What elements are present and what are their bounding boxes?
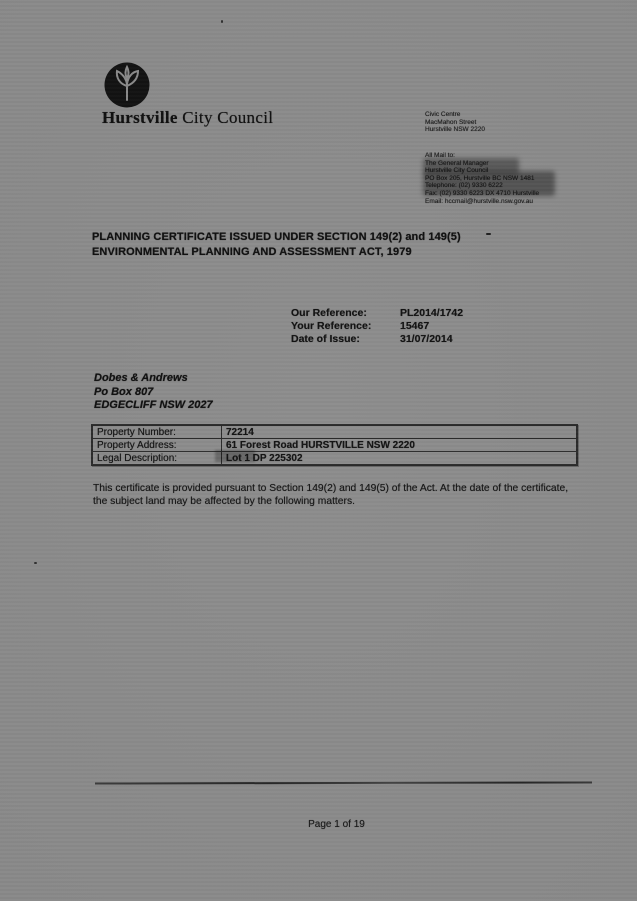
council-name: Hurstville City Council xyxy=(102,108,273,128)
council-name-primary: Hurstville xyxy=(102,108,178,127)
our-reference-row: Our Reference: PL2014/1742 xyxy=(291,307,463,320)
property-address-label: Property Address: xyxy=(91,438,222,452)
postal-contact-line: Telephone: (02) 9330 6222 xyxy=(425,182,503,190)
your-reference-value: 15467 xyxy=(400,320,430,332)
postal-contact-line: The General Manager xyxy=(425,159,489,167)
addressee-block: Dobes & Andrews Po Box 807 EDGECLIFF NSW… xyxy=(94,372,213,413)
certificate-title-line1: PLANNING CERTIFICATE ISSUED UNDER SECTIO… xyxy=(92,231,461,243)
postal-contact-line: Fax: (02) 9330 6223 DX 4710 Hurstville xyxy=(425,189,540,197)
council-name-secondary: City Council xyxy=(177,108,274,127)
street-address-line: Civic Centre xyxy=(425,111,461,118)
street-address-line: Hurstville NSW 2220 xyxy=(425,126,485,134)
legal-description-row: Legal Description: Lot 1 DP 225302 xyxy=(91,451,578,466)
street-address-line: MacMahon Street xyxy=(425,118,477,126)
addressee-street: Po Box 807 xyxy=(94,385,154,398)
legal-description-value: Lot 1 DP 225302 xyxy=(221,451,578,466)
council-logo-icon xyxy=(104,62,150,108)
letterhead-street-address: Civic Centre MacMahon Street Hurstville … xyxy=(425,111,485,134)
scan-speck-artifact xyxy=(486,233,491,235)
our-reference-label: Our Reference: xyxy=(291,307,367,319)
reference-block: Our Reference: PL2014/1742 Your Referenc… xyxy=(291,307,463,346)
property-number-label: Property Number: xyxy=(91,424,222,439)
postal-contact-line: PO Box 205, Hurstville BC NSW 1481 xyxy=(425,174,535,182)
legal-description-label: Legal Description: xyxy=(91,451,222,466)
property-number-row: Property Number: 72214 xyxy=(91,424,578,439)
date-of-issue-label: Date of Issue: xyxy=(291,333,360,345)
your-reference-row: Your Reference: 15467 xyxy=(291,320,463,333)
postal-contact-line: All Mail to: xyxy=(425,152,455,159)
scan-line-artifact xyxy=(94,781,593,785)
postal-contact-line: Email: hccmail@hurstville.nsw.gov.au xyxy=(425,197,533,205)
scan-speck-artifact xyxy=(34,562,37,564)
certificate-title: PLANNING CERTIFICATE ISSUED UNDER SECTIO… xyxy=(92,230,592,259)
date-of-issue-value: 31/07/2014 xyxy=(400,333,453,345)
letterhead-postal-contact: All Mail to: The General Manager Hurstvi… xyxy=(425,152,539,205)
property-address-row: Property Address: 61 Forest Road HURSTVI… xyxy=(91,438,578,452)
addressee-name: Dobes & Andrews xyxy=(94,372,188,384)
scan-speck-artifact xyxy=(221,20,223,23)
property-number-value: 72214 xyxy=(221,424,578,439)
property-address-value: 61 Forest Road HURSTVILLE NSW 2220 xyxy=(221,438,578,452)
your-reference-label: Your Reference: xyxy=(291,320,372,332)
page-number: Page 1 of 19 xyxy=(308,819,365,830)
date-of-issue-row: Date of Issue: 31/07/2014 xyxy=(291,333,463,346)
certificate-title-line2: ENVIRONMENTAL PLANNING AND ASSESSMENT AC… xyxy=(92,245,412,258)
our-reference-value: PL2014/1742 xyxy=(400,307,464,319)
postal-contact-line: Hurstville City Council xyxy=(425,167,489,175)
property-details-table: Property Number: 72214 Property Address:… xyxy=(91,424,578,466)
addressee-suburb: EDGECLIFF NSW 2027 xyxy=(94,399,213,411)
certificate-intro-paragraph: This certificate is provided pursuant to… xyxy=(93,483,569,507)
